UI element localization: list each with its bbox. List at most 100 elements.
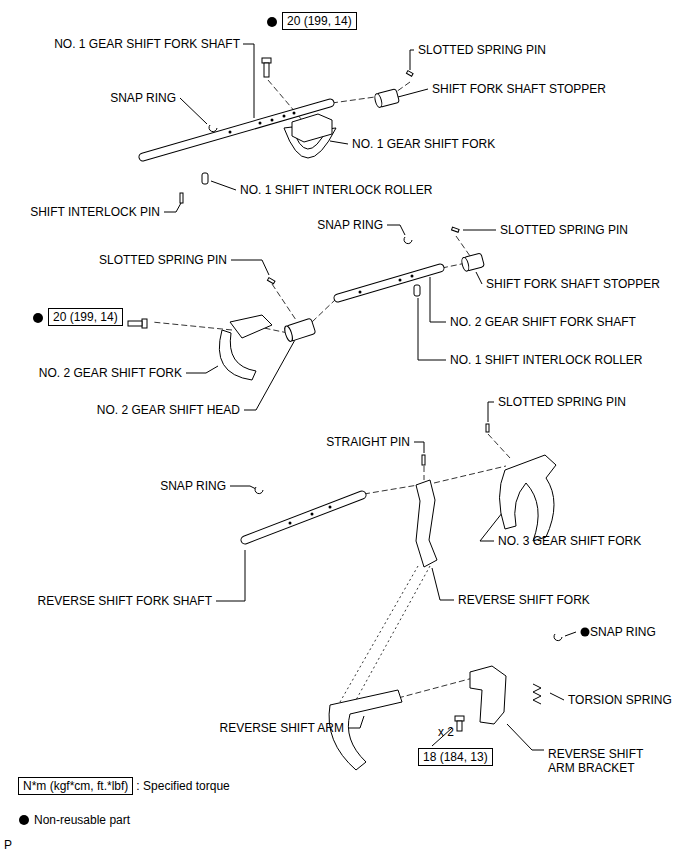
assembly-line [152,80,510,702]
shift-part [422,455,425,465]
part-name: SNAP RING [160,479,226,493]
shift-part [262,58,271,63]
part-name: SNAP RING [590,625,656,639]
legend-text: : Specified torque [136,779,229,793]
shift-part [202,173,208,184]
leader-line [231,260,269,275]
shift-fork [292,114,332,142]
part-name: NO. 1 GEAR SHIFT FORK SHAFT [54,37,240,51]
leader-line [410,50,414,70]
part-name: SHIFT FORK SHAFT STOPPER [432,82,606,96]
leader-line [476,272,482,284]
part-name: SLOTTED SPRING PIN [498,395,626,409]
shaft-notch [329,506,332,509]
assembly-line [272,284,296,320]
shaft-notch [259,122,262,125]
shift-part [414,285,420,296]
shift-part [283,325,294,342]
leader-line [432,568,454,600]
shift-fork [500,455,557,541]
shaft-notch [229,131,232,134]
leader-line [164,203,181,212]
shaft-notch [271,119,274,122]
shaft-notch [399,279,402,282]
torque-spec: 20 (199, 14) [282,12,357,30]
leader-line [488,402,494,422]
shift-part [267,278,275,284]
part-name: NO. 2 GEAR SHIFT HEAD [97,403,240,417]
shift-part [255,487,263,494]
leader-line [243,44,254,118]
assembly-line [424,466,425,480]
shaft-notch [311,513,314,516]
legend-swatch [18,814,30,826]
shift-part [461,253,485,272]
shift-part [457,721,462,731]
shaft-notch [283,115,286,118]
shaft-notch [359,291,362,294]
shift-fork-shaft [245,495,362,540]
torque-spec: 20 (199, 14) [48,308,123,326]
part-name: SHIFT INTERLOCK PIN [30,205,160,219]
shift-fork-shaft [245,495,362,540]
non-reusable-mark [19,815,29,825]
part-name: NO. 2 GEAR SHIFT FORK SHAFT [450,315,636,329]
assembly-line [340,566,418,702]
leader-line [418,298,446,360]
legend-entry: Non-reusable part [18,813,130,827]
torque-value: 20 (199, 14) [53,310,118,324]
assembly-line [312,299,336,322]
shift-part [374,93,383,108]
torque-spec: 18 (184, 13) [418,748,493,766]
part-name: REVERSE SHIFT FORK [458,593,590,607]
shift-part [406,71,413,77]
assembly-line [488,434,510,458]
shift-part [283,318,316,342]
part-name: REVERSE SHIFT FORK SHAFT [38,594,212,608]
leader-line [230,486,256,489]
torque-value: 20 (199, 14) [287,14,352,28]
leader-line [507,724,544,750]
shift-part [142,319,147,328]
part-name: REVERSE SHIFT ARM BRACKET [548,747,660,775]
assembly-line [152,322,232,330]
leader-line [550,693,564,700]
shift-part [128,321,142,326]
part-name: SLOTTED SPRING PIN [418,43,546,57]
shift-part [209,125,217,132]
shift-part [455,716,464,721]
quantity-note: x 2 [438,725,454,739]
leader-line [565,632,576,636]
shift-fork [219,330,256,380]
shaft-notch [293,112,296,115]
leader-line [430,277,446,322]
part-name: REVERSE SHIFT ARM [220,721,344,735]
part-name: NO. 1 SHIFT INTERLOCK ROLLER [240,183,433,197]
non-reusable-mark [581,628,590,637]
leader-line [348,716,364,728]
leader-line [414,442,424,453]
shift-part [486,424,489,432]
leader-line [186,366,218,373]
part-name: SNAP RING [110,91,176,105]
shift-fork [416,480,437,567]
leader-line [211,181,236,190]
part-name: NO. 1 SHIFT INTERLOCK ROLLER [450,353,643,367]
shift-part [554,634,562,641]
shift-part [264,63,269,77]
leader-line [463,230,496,231]
legend-torque-box: N*m (kgf*cm, ft.*lbf) [18,777,133,795]
assembly-line [396,82,410,92]
leader-line [387,225,405,235]
shift-part [451,227,459,232]
figure-code: P [4,838,12,852]
torque-value: 18 (184, 13) [423,750,488,764]
assembly-line [456,236,470,256]
shift-fork [230,315,272,338]
leader-line [330,141,348,144]
non-reusable-mark [267,17,277,27]
part-name: SHIFT FORK SHAFT STOPPER [486,277,660,291]
shift-part [461,257,470,272]
